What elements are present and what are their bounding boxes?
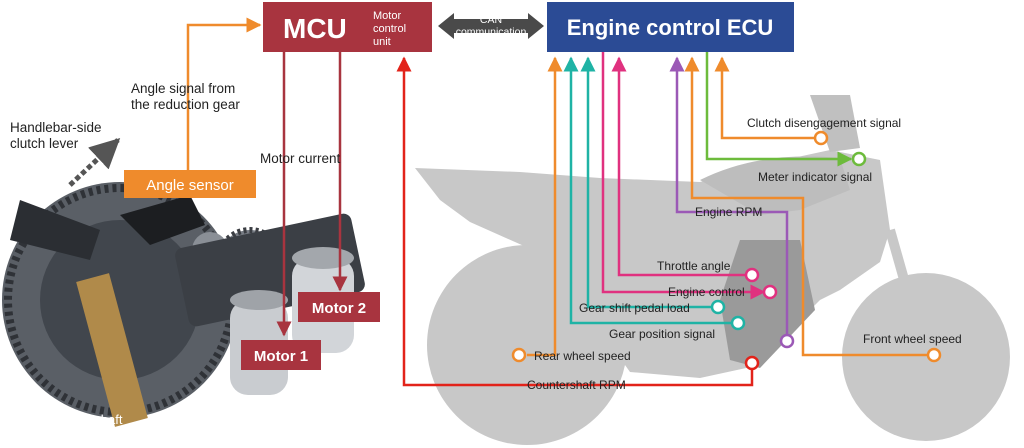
front-wheel-speed-label: Front wheel speed (863, 332, 962, 346)
clutch-inner (40, 220, 200, 380)
clutch-disengagement-label: Clutch disengagement signal (747, 116, 901, 130)
engine-block (720, 240, 815, 368)
engine-control-label: Engine control (668, 285, 745, 299)
throttle-angle-line (611, 56, 752, 277)
motor1-tag: Motor 1 (241, 340, 321, 370)
engine-rpm-line (669, 56, 789, 340)
front-fork (885, 228, 931, 359)
engine-rpm-point (779, 333, 795, 349)
ecu-background (547, 2, 794, 52)
sensor-points (511, 130, 942, 371)
motor2-label: Motor 2 (312, 300, 366, 317)
connectors (186, 17, 934, 387)
throttle-angle-label: Throttle angle (657, 259, 731, 273)
engine-control-line (601, 52, 766, 300)
countershaft-rpm-point (744, 355, 760, 371)
motor-current-label: Motor current (260, 151, 341, 166)
throttle-angle-point (744, 267, 760, 283)
motorcycle-silhouette (415, 95, 1010, 445)
mcu-box: MCU Motor control unit (263, 2, 432, 52)
mcu-title: MCU (283, 13, 347, 44)
gear-position-point (730, 315, 746, 331)
angle-signal-line (186, 17, 262, 172)
can-label-1: CAN (480, 14, 502, 26)
motor1-cap (230, 290, 288, 310)
engine-control-point (762, 284, 778, 300)
clutch-lever-shaft-pointer (145, 409, 179, 421)
meter-indicator-line (705, 52, 853, 167)
clutch-disengagement-point (813, 130, 829, 146)
handlebar-direction-arrow (68, 137, 121, 187)
countershaft-rpm-label: Countershaft RPM (527, 378, 626, 392)
angle-sensor-tag: Angle sensor (124, 170, 256, 198)
can-connector: CAN communication (438, 13, 544, 39)
clutch-actuator-assembly (2, 182, 365, 427)
gear-shift-pedal-line (580, 56, 716, 309)
engine-rpm-label: Engine RPM (695, 205, 762, 219)
gear-position-label: Gear position signal (609, 327, 715, 341)
motor1-background (241, 340, 321, 370)
angle-sensor-background (124, 170, 256, 198)
handlebar-label-2: clutch lever (10, 136, 79, 151)
mcu-subtitle-3: unit (373, 36, 391, 48)
clutch-lever-arm (10, 200, 100, 260)
ecu-box: Engine control ECU (547, 2, 794, 52)
mcu-background (263, 2, 432, 52)
can-double-arrow (438, 13, 544, 39)
mcu-subtitle-2: control (373, 23, 406, 35)
front-wheel-speed-line (684, 56, 934, 357)
motor1-label: Motor 1 (254, 348, 308, 365)
clutch-lever-shaft-part (76, 273, 148, 427)
front-wheel-speed-point (926, 347, 942, 363)
rear-wheel-speed-line (527, 56, 563, 357)
motor2-cap (292, 247, 354, 269)
countershaft-rpm-line (396, 56, 754, 387)
gear-shift-pedal-label: Gear shift pedal load (579, 301, 690, 315)
can-label-2: communication (456, 26, 527, 38)
angle-sensor-label: Angle sensor (146, 177, 234, 194)
angle-signal-label-2: the reduction gear (131, 97, 240, 112)
motor2-tag: Motor 2 (298, 292, 380, 322)
angle-signal-label-1: Angle signal from (131, 81, 235, 96)
gear-position-line (563, 56, 736, 325)
rear-wheel-speed-point (511, 347, 527, 363)
rear-wheel-speed-label: Rear wheel speed (534, 349, 631, 363)
clutch-lever-shaft-label: Clutch lever shaft (22, 412, 123, 427)
mcu-subtitle-1: Motor (373, 10, 401, 22)
ecu-title: Engine control ECU (567, 15, 774, 40)
angle-sensor-part (120, 195, 205, 245)
gear-shift-pedal-point (710, 299, 726, 315)
clutch-disengagement-line (714, 56, 820, 140)
meter-indicator-label: Meter indicator signal (758, 170, 872, 184)
meter-indicator-point (851, 151, 867, 167)
rear-wheel (427, 245, 627, 445)
motor2-background (298, 292, 380, 322)
headlight-fork (810, 95, 860, 152)
fuel-tank (700, 156, 850, 215)
handlebar-label-1: Handlebar-side (10, 120, 102, 135)
